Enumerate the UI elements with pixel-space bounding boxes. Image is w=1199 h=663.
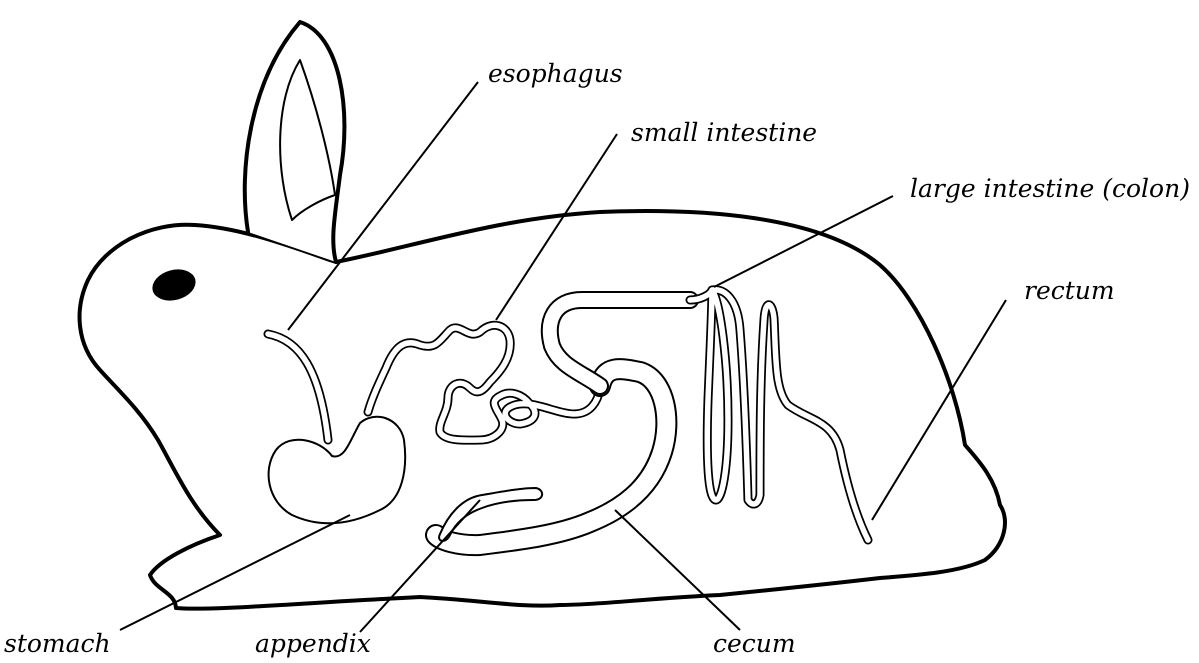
label-cecum: cecum [713, 629, 796, 658]
rabbit-ear [245, 22, 345, 262]
label-large-intestine: large intestine (colon) [910, 174, 1190, 203]
label-esophagus: esophagus [488, 59, 623, 88]
label-rectum: rectum [1024, 276, 1115, 305]
label-small-intestine: small intestine [631, 118, 817, 147]
label-appendix: appendix [255, 629, 371, 658]
label-stomach: stomach [4, 629, 111, 658]
